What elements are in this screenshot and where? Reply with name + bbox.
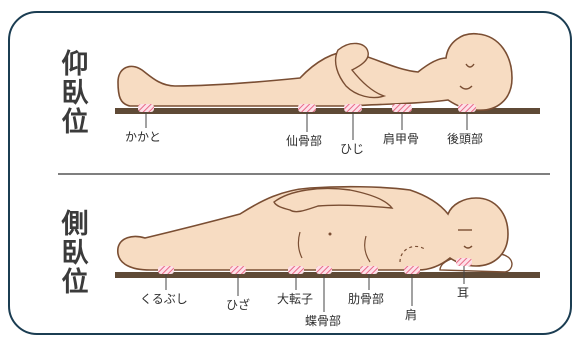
supine-title-char: 臥 <box>60 79 90 108</box>
label-shoulder: 肩 <box>405 308 417 322</box>
pressure-mark-knee <box>230 266 246 274</box>
pressure-mark-ear <box>456 258 472 266</box>
label-ear: 耳 <box>457 286 469 300</box>
label-scapula: 肩甲骨 <box>383 132 419 146</box>
lateral-navel <box>329 233 332 236</box>
pressure-mark-occiput <box>458 104 476 112</box>
pressure-mark-scapula <box>392 104 412 112</box>
pressure-mark-ankle <box>158 266 174 274</box>
pressure-mark-elbow <box>344 104 362 112</box>
label-knee: ひざ <box>226 298 250 312</box>
label-greater-trochanter: 大転子 <box>277 292 313 306</box>
pressure-mark-greater-trochanter <box>288 266 304 274</box>
pressure-mark-sacrum <box>298 104 316 112</box>
supine-title: 仰 臥 位 <box>60 50 90 137</box>
label-ribs: 肋骨部 <box>348 292 384 306</box>
supine-title-char: 位 <box>60 108 90 137</box>
lateral-title-char: 臥 <box>60 239 90 268</box>
label-sacrum: 仙骨部 <box>286 134 322 148</box>
pressure-mark-ribs <box>360 266 378 274</box>
lateral-title-char: 位 <box>60 268 90 297</box>
label-elbow: ひじ <box>340 142 364 156</box>
label-ankle: くるぶし <box>140 292 188 306</box>
label-occiput: 後頭部 <box>447 132 483 146</box>
label-pelvis: 蝶骨部 <box>305 314 341 328</box>
pressure-mark-pelvis <box>316 266 332 274</box>
lateral-title: 側 臥 位 <box>60 210 90 297</box>
lateral-title-char: 側 <box>60 210 90 239</box>
pressure-mark-heel <box>138 104 154 112</box>
label-heel: かかと <box>125 130 161 144</box>
pressure-mark-shoulder <box>404 266 420 274</box>
supine-title-char: 仰 <box>60 50 90 79</box>
